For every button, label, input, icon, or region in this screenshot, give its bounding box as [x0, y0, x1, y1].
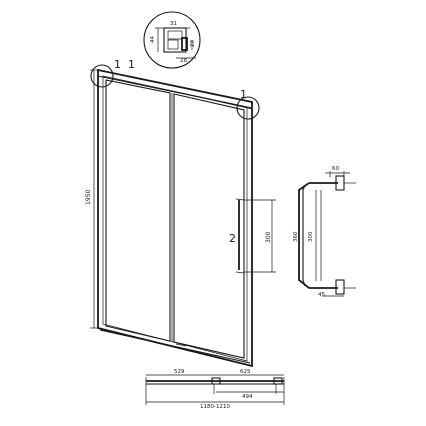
- callout-detail-1-b: 1: [128, 58, 135, 71]
- dim-handle-detail-inner: 300: [308, 231, 314, 242]
- door-outer-frame: [97, 68, 253, 368]
- dim-plan-opening: 494: [242, 394, 253, 400]
- dim-handle-bottom: 45: [318, 292, 325, 298]
- callout-handle-2: 2: [229, 232, 236, 245]
- dim-profile-31: 31: [170, 21, 177, 27]
- fixed-glass-panel: [105, 79, 171, 342]
- callout-detail-1-a: 1: [114, 58, 121, 71]
- profile-section-shape: [155, 27, 196, 59]
- dim-handle-length: 300: [265, 231, 272, 243]
- callout-detail-1-c: 1: [240, 88, 247, 101]
- dim-profile-20: 20: [190, 40, 196, 47]
- dim-height: 1950: [85, 190, 92, 205]
- profile-detail: 31 44 20 28: [143, 11, 201, 69]
- sliding-glass-panel: [173, 93, 245, 359]
- detail-circle-top-left: [90, 64, 114, 88]
- dim-profile-28: 28: [180, 58, 187, 64]
- dim-plan-fixed: 529: [174, 369, 185, 375]
- handle-detail: [298, 171, 356, 297]
- door-elevation: 300 1950: [85, 64, 276, 368]
- plan-view: [145, 374, 285, 405]
- dim-plan-sliding: 625: [240, 369, 251, 375]
- profile-detail-circle: [143, 11, 201, 69]
- detail-circle-top-right: [236, 96, 260, 120]
- door-handle: [235, 198, 245, 274]
- dim-handle-top: 60: [332, 166, 339, 172]
- dim-plan-total: 1180-1210: [200, 404, 230, 410]
- dim-profile-44: 44: [150, 36, 156, 43]
- dim-handle-detail-height: 360: [293, 231, 299, 242]
